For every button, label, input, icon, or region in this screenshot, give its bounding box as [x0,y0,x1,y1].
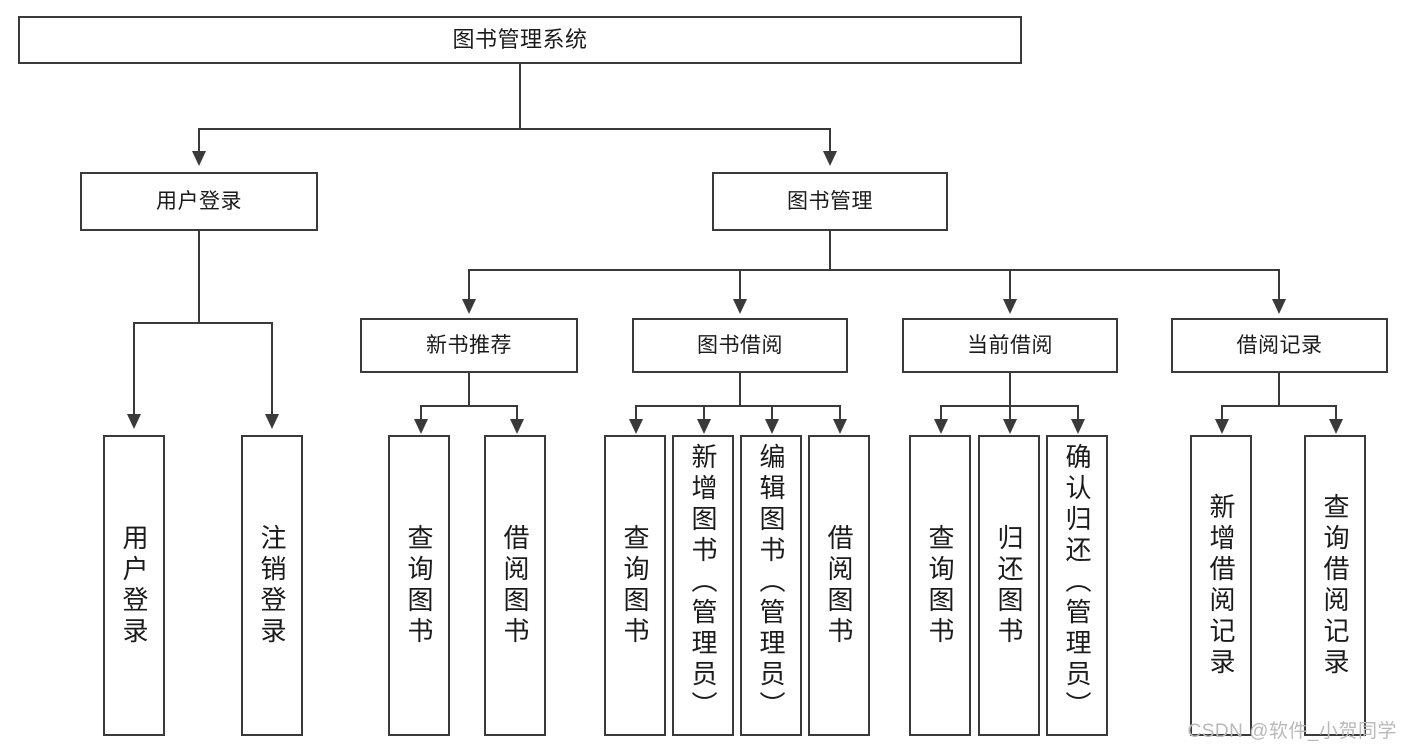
node-label: 新增借阅记录 [1206,492,1236,679]
arrow-leaf-book-borrow-0 [629,419,643,434]
arrow-leaf-user-login-0 [127,414,141,429]
connector-current-borrow-drop-2 [1077,405,1079,421]
arrow-to-new-book [462,299,476,314]
connector-level3-bus [468,269,1280,271]
leaf-current-borrow-query[interactable]: 查询图书 [909,435,971,736]
connector-user-login-drop-0 [133,322,135,416]
node-label: 新增图书（管理员） [688,443,718,722]
leaf-user-login-logout[interactable]: 注销登录 [241,435,303,736]
node-label: 图书借阅 [697,333,783,357]
arrow-to-borrow-records [1272,299,1286,314]
connector-new-book-drop-1 [516,405,518,421]
connector-root-drop-right [829,128,831,153]
connector-book-borrow-drop-3 [839,405,841,421]
arrow-leaf-user-login-1 [265,414,279,429]
connector-current-borrow-stem [1009,373,1011,407]
connector-root-stem [519,64,521,129]
node-label: 当前借阅 [967,333,1053,357]
node-book-borrow[interactable]: 图书借阅 [632,318,848,373]
node-label: 注销登录 [257,523,287,648]
connector-records-bus [1221,405,1337,407]
arrow-leaf-current-borrow-0 [934,419,948,434]
connector-new-book-stem [468,373,470,407]
arrow-leaf-book-borrow-1 [697,419,711,434]
node-user-login[interactable]: 用户登录 [80,172,318,231]
arrow-leaf-book-borrow-3 [833,419,847,434]
node-label: 图书管理 [787,189,873,213]
leaf-new-book-query[interactable]: 查询图书 [388,435,450,736]
connector-user-login-bus [133,322,272,324]
node-label: 图书管理系统 [452,26,588,52]
leaf-records-add[interactable]: 新增借阅记录 [1190,435,1252,736]
node-book-manage[interactable]: 图书管理 [712,172,948,231]
arrow-leaf-records-1 [1329,419,1343,434]
connector-records-stem [1278,373,1280,407]
connector-level3-drop-2 [1009,269,1011,301]
leaf-book-borrow-query[interactable]: 查询图书 [604,435,666,736]
arrow-to-book-manage [823,151,837,166]
leaf-new-book-borrow[interactable]: 借阅图书 [484,435,546,736]
node-label: 查询借阅记录 [1320,492,1350,679]
arrow-leaf-records-0 [1215,419,1229,434]
node-label: 新书推荐 [426,333,512,357]
node-label: 借阅图书 [500,523,530,648]
leaf-book-borrow-borrow[interactable]: 借阅图书 [808,435,870,736]
leaf-current-borrow-confirm[interactable]: 确认归还（管理员） [1046,435,1108,736]
arrow-leaf-current-borrow-2 [1071,419,1085,434]
connector-user-login-stem [198,231,200,323]
connector-book-borrow-drop-1 [703,405,705,421]
node-label: 用户登录 [119,523,149,648]
node-new-book-recommend[interactable]: 新书推荐 [360,318,578,373]
node-root-system[interactable]: 图书管理系统 [18,16,1022,64]
node-label: 确认归还（管理员） [1062,443,1092,722]
arrow-leaf-current-borrow-1 [1003,419,1017,434]
connector-records-drop-0 [1221,405,1223,421]
node-current-borrow[interactable]: 当前借阅 [902,318,1118,373]
arrow-leaf-new-book-1 [510,419,524,434]
arrow-leaf-new-book-0 [414,419,428,434]
leaf-current-borrow-return[interactable]: 归还图书 [978,435,1040,736]
connector-book-borrow-bus [635,405,841,407]
node-label: 查询图书 [620,523,650,648]
connector-current-borrow-drop-0 [940,405,942,421]
arrow-to-user-login [192,151,206,166]
leaf-records-query[interactable]: 查询借阅记录 [1304,435,1366,736]
connector-current-borrow-drop-1 [1009,405,1011,421]
node-label: 查询图书 [404,523,434,648]
connector-book-borrow-stem [739,373,741,407]
connector-book-borrow-drop-0 [635,405,637,421]
connector-level3-drop-1 [739,269,741,301]
arrow-to-current-borrow [1003,299,1017,314]
connector-book-borrow-drop-2 [771,405,773,421]
connector-level3-drop-3 [1278,269,1280,301]
leaf-book-borrow-edit[interactable]: 编辑图书（管理员） [740,435,802,736]
connector-root-drop-left [198,128,200,153]
node-label: 借阅记录 [1236,333,1323,357]
connector-level3-drop-0 [468,269,470,301]
node-label: 编辑图书（管理员） [756,443,786,722]
leaf-book-borrow-add[interactable]: 新增图书（管理员） [672,435,734,736]
connector-new-book-drop-0 [420,405,422,421]
connector-user-login-drop-1 [271,322,273,416]
connector-root-bus [198,128,831,130]
node-label: 用户登录 [156,189,242,213]
arrow-to-book-borrow [733,299,747,314]
connector-book-manage-stem [829,231,831,271]
node-label: 借阅图书 [824,523,854,648]
connector-records-drop-1 [1335,405,1337,421]
connector-new-book-bus [420,405,517,407]
node-borrow-records[interactable]: 借阅记录 [1171,318,1388,373]
arrow-leaf-book-borrow-2 [765,419,779,434]
node-label: 归还图书 [994,523,1024,648]
node-label: 查询图书 [925,523,955,648]
leaf-user-login-login[interactable]: 用户登录 [103,435,165,736]
